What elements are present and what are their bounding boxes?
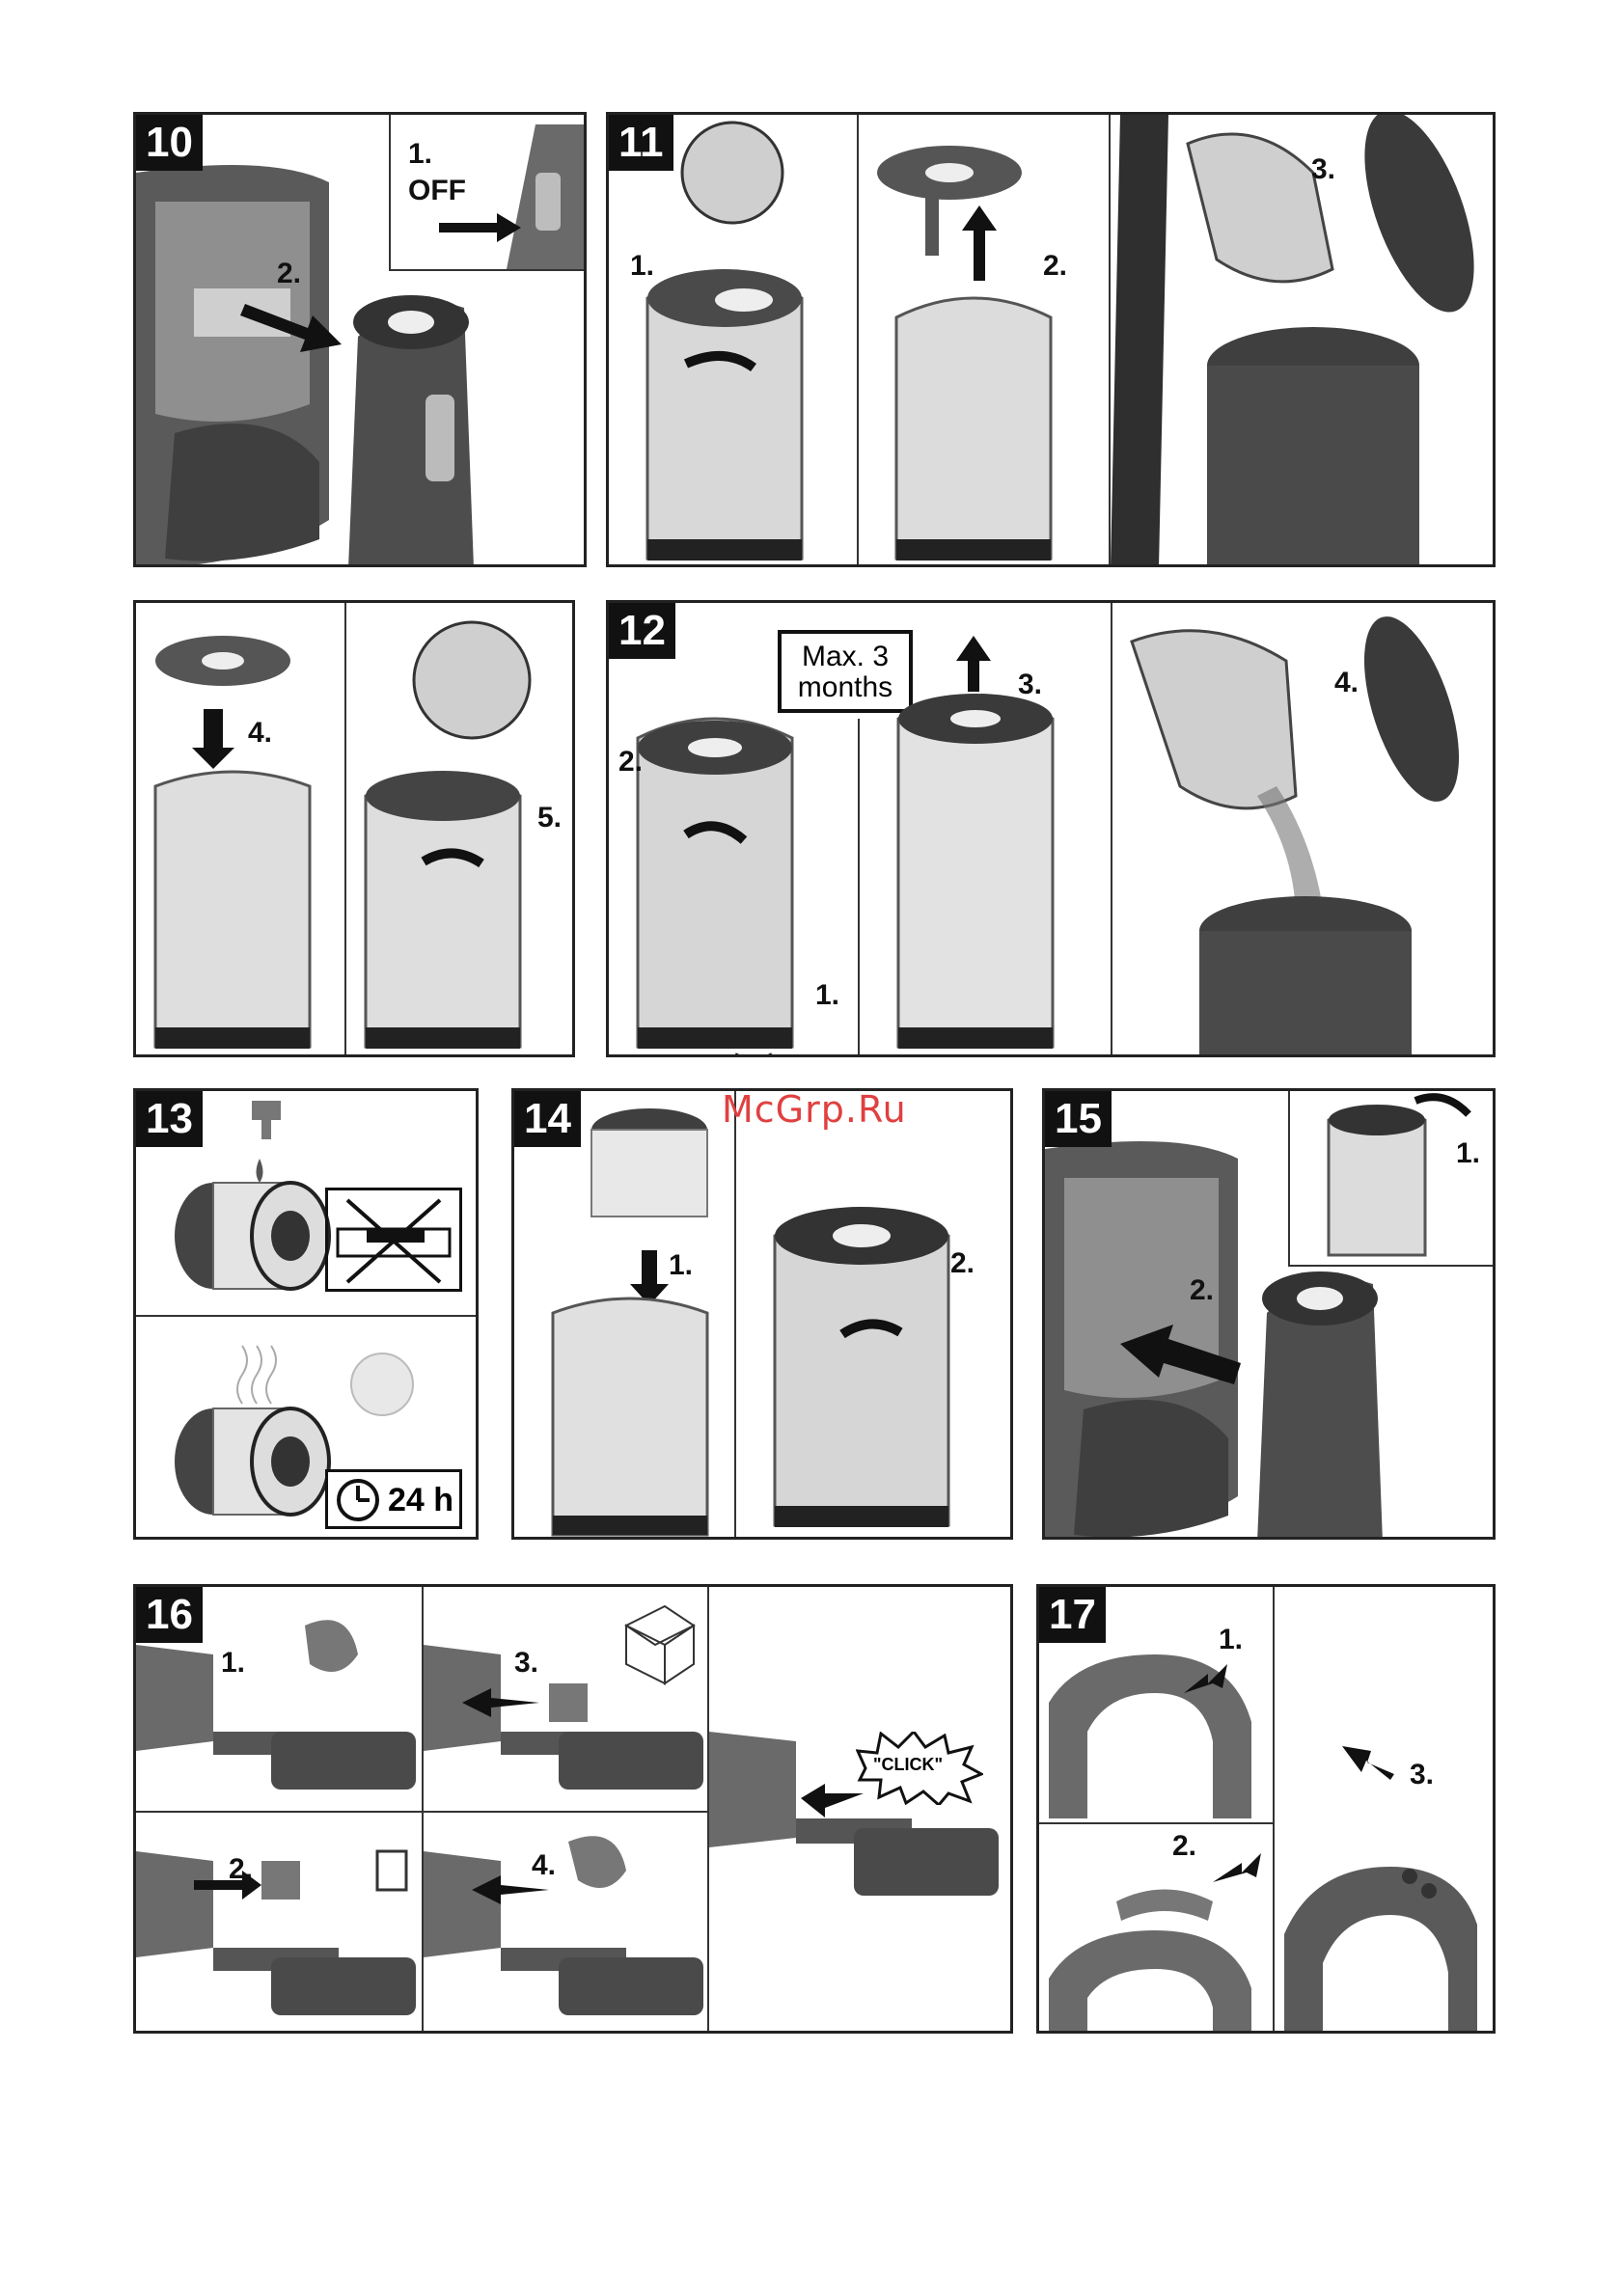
dust-container-illustration: [609, 115, 860, 567]
step-1-label: 1.: [815, 979, 839, 1012]
step-2-label: 2.: [1172, 1830, 1196, 1863]
step-1-label: 1.: [630, 250, 654, 283]
handheld-vacuum-illustration: [424, 1587, 709, 1811]
step-4-label: 4.: [1334, 667, 1359, 699]
drying-time-label: 24 h: [388, 1482, 453, 1519]
watermark-text: McGrp.Ru: [722, 1088, 907, 1131]
panel-number: 14: [514, 1091, 581, 1147]
handheld-vacuum-illustration: [424, 1813, 709, 2034]
step-4-label: 4.: [248, 717, 272, 750]
step-5-label: 5.: [537, 802, 562, 834]
empty-bin-illustration: [1111, 115, 1496, 567]
panel-number: 11: [609, 115, 673, 171]
filter-lock-illustration: [736, 1091, 1013, 1540]
click-burst: "CLICK": [856, 1732, 983, 1805]
panel-number: 13: [136, 1091, 203, 1147]
handle-cover-illustration: [1039, 1824, 1273, 2034]
panel-10: 10 1. OFF 2.: [133, 112, 587, 567]
handheld-vacuum-illustration: [136, 1813, 422, 2034]
step-1-label: 1.: [1456, 1137, 1480, 1170]
filter-container-icon: [1290, 1091, 1496, 1265]
handle-screws-illustration: [1275, 1587, 1496, 2034]
panel-number: 10: [136, 115, 203, 171]
panel-11-continued: 4. 5.: [133, 600, 575, 1057]
lid-insert-illustration: [136, 603, 344, 1057]
switch-inset: 1. OFF: [389, 115, 587, 271]
clock-icon: [334, 1476, 382, 1524]
arrow-icon: [1120, 1315, 1246, 1392]
panel-15: 15 1. 2.: [1042, 1088, 1496, 1540]
panel-number: 16: [136, 1587, 203, 1643]
panel-16: 16 1. 3. 2. 4.: [133, 1584, 1013, 2034]
step-2-label: 2.: [950, 1247, 975, 1280]
step-3-label: 3.: [1018, 669, 1042, 701]
panel-number: 12: [609, 603, 675, 659]
off-label: OFF: [408, 175, 466, 207]
step-1-label: 1.: [669, 1249, 693, 1282]
panel-13: 13 24 h: [133, 1088, 479, 1540]
filter-lid-illustration: [858, 115, 1109, 567]
panel-12: 12 Max. 3 months 2. 1. 3. 4.: [606, 600, 1496, 1057]
no-brush-icon: [325, 1188, 462, 1292]
step-3-label: 3.: [1311, 153, 1335, 186]
step-3-label: 3.: [514, 1647, 538, 1680]
step-1-label: 1.: [1219, 1624, 1243, 1656]
step-2-label: 2.: [277, 258, 301, 290]
panel-number: 15: [1045, 1091, 1112, 1147]
step-1-label: 1.: [408, 138, 432, 171]
filter-insert-illustration: [514, 1091, 734, 1540]
step-4-label: 4.: [532, 1849, 556, 1882]
step-2-label: 2.: [1190, 1274, 1214, 1307]
handheld-vacuum-illustration: [709, 1587, 1013, 2034]
panel-17: 17 1. 2. 3.: [1036, 1584, 1496, 2034]
filter-remove-illustration: [860, 603, 1112, 1057]
drying-time-box: 24 h: [325, 1469, 462, 1529]
step-1-label: 1.: [221, 1647, 245, 1680]
panel-11: 11 1. 2. 3.: [606, 112, 1496, 567]
click-label: "CLICK": [873, 1755, 943, 1775]
lid-inset: 1.: [1288, 1091, 1496, 1267]
step-2-label: 2.: [618, 746, 643, 779]
step-3-label: 3.: [1410, 1759, 1434, 1791]
panel-14: 14 1. 2.: [511, 1088, 1013, 1540]
arrow-icon: [240, 285, 346, 362]
panel-number: 17: [1039, 1587, 1106, 1643]
step-2-label: 2.: [1043, 250, 1067, 283]
tap-out-dust-illustration: [1112, 603, 1496, 1057]
step-2-label: 2.: [229, 1853, 253, 1886]
